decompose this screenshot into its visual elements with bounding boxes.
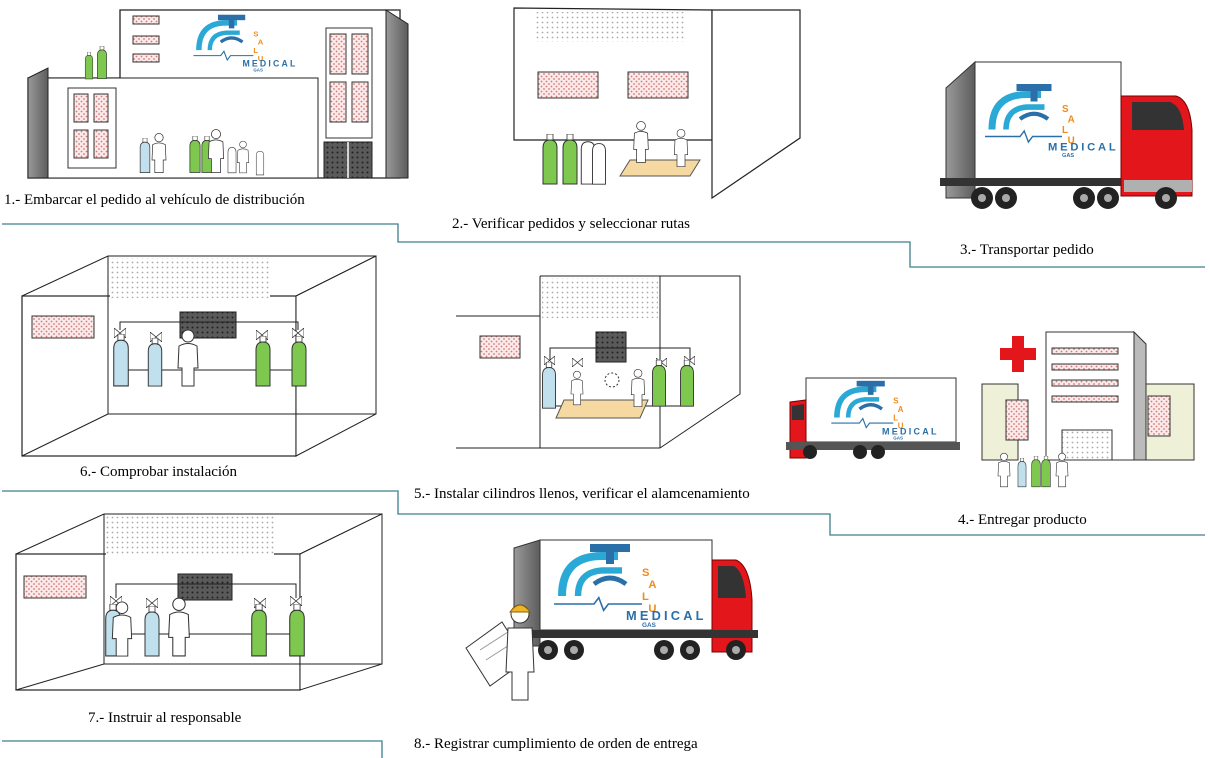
connector-row1 [2, 223, 1205, 268]
step3-truck-illustration [940, 60, 1193, 209]
step8-label: 8.- Registrar cumplimiento de orden de e… [414, 736, 698, 752]
step2-office-illustration [513, 7, 801, 200]
connector-row3 [2, 740, 383, 758]
process-connectors [2, 223, 1205, 758]
step2-label: 2.- Verificar pedidos y seleccionar ruta… [452, 216, 690, 232]
step7-instruct-illustration [15, 513, 383, 691]
step6-installation-illustration [21, 255, 377, 457]
step1-label: 1.- Embarcar el pedido al vehículo de di… [4, 192, 305, 208]
step7-label: 7.- Instruir al responsable [88, 710, 242, 726]
step5-install-illustration [456, 275, 741, 449]
step8-register-illustration [465, 539, 758, 701]
step4-delivery-illustration [786, 330, 1195, 488]
connector-row2 [2, 490, 1205, 536]
step4-label: 4.- Entregar producto [958, 512, 1087, 528]
step3-label: 3.- Transportar pedido [960, 242, 1094, 258]
step1-warehouse-illustration [27, 9, 409, 179]
step6-label: 6.- Comprobar instalación [80, 464, 238, 480]
step5-label: 5.- Instalar cilindros llenos, verificar… [414, 486, 750, 502]
